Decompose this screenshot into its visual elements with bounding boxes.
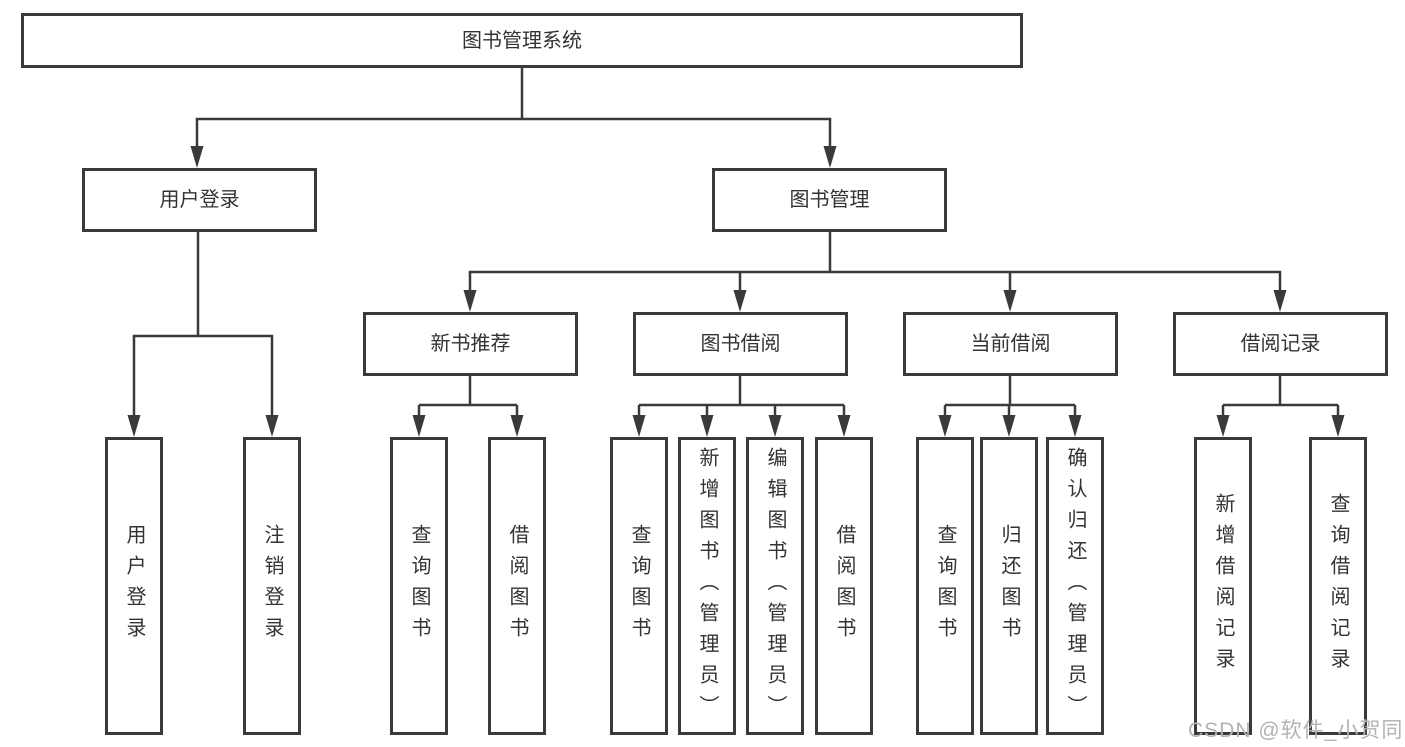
leaf-query-books-borrow: 查询图书 bbox=[610, 437, 668, 735]
leaf-edit-book-admin: 编辑图书（管理员） bbox=[746, 437, 804, 735]
leaf-query-books-current: 查询图书 bbox=[916, 437, 974, 735]
node-book-management: 图书管理 bbox=[712, 168, 947, 232]
node-root: 图书管理系统 bbox=[21, 13, 1023, 68]
leaf-query-books-recommend: 查询图书 bbox=[390, 437, 448, 735]
leaf-query-borrow-record: 查询借阅记录 bbox=[1309, 437, 1367, 735]
node-user-login: 用户登录 bbox=[82, 168, 317, 232]
leaf-borrow-books: 借阅图书 bbox=[815, 437, 873, 735]
node-borrow-records: 借阅记录 bbox=[1173, 312, 1388, 376]
node-book-borrow: 图书借阅 bbox=[633, 312, 848, 376]
leaf-add-book-admin: 新增图书（管理员） bbox=[678, 437, 736, 735]
leaf-confirm-return-admin: 确认归还（管理员） bbox=[1046, 437, 1104, 735]
leaf-add-borrow-record: 新增借阅记录 bbox=[1194, 437, 1252, 735]
node-current-borrow: 当前借阅 bbox=[903, 312, 1118, 376]
leaf-return-books: 归还图书 bbox=[980, 437, 1038, 735]
connector-arrowheads bbox=[127, 146, 1345, 437]
watermark: CSDN @软件_小贺同学 bbox=[1188, 719, 1404, 742]
leaf-borrow-books-recommend: 借阅图书 bbox=[488, 437, 546, 735]
leaf-logout: 注销登录 bbox=[243, 437, 301, 735]
node-new-book-recommend: 新书推荐 bbox=[363, 312, 578, 376]
leaf-user-login: 用户登录 bbox=[105, 437, 163, 735]
